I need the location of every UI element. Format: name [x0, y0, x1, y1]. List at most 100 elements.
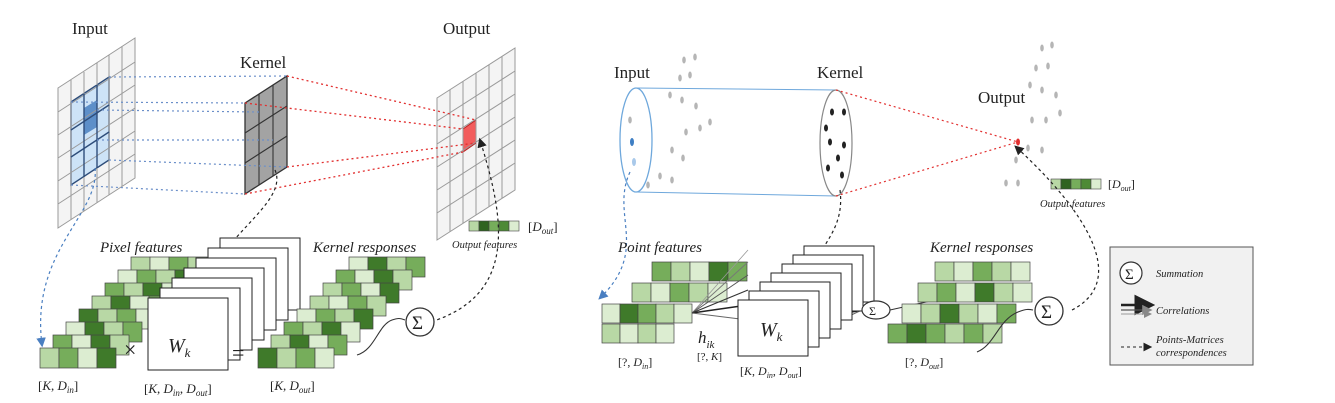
feature-cell — [257, 347, 278, 369]
feature-cell — [953, 261, 974, 282]
legend-correspondences-line1: Points-Matrices — [1155, 335, 1224, 346]
point-features — [601, 261, 748, 344]
legend-correspondences-line2: correspondences — [1156, 348, 1227, 359]
right-weight-dim: [K, Din, Dout] — [740, 364, 802, 380]
right-kernel-responses-label: Kernel responses — [929, 240, 1033, 256]
left-input-dim: [K, Din] — [38, 378, 78, 395]
feature-cell — [974, 282, 995, 303]
feature-cell — [991, 261, 1012, 282]
mid-sum-symbol: Σ — [869, 304, 876, 318]
left-sum-icon — [405, 307, 435, 337]
feature-cell — [637, 323, 657, 344]
right-output-label: Output — [978, 88, 1026, 107]
right-sum-icon — [1034, 296, 1064, 326]
feature-cell — [955, 282, 976, 303]
feature-cell — [651, 261, 672, 282]
feature-cell — [963, 323, 984, 344]
mid-sum-icon — [861, 300, 891, 320]
left-kernel-responses-label: Kernel responses — [312, 240, 416, 256]
right-input-label: Input — [614, 63, 650, 82]
kernel-points — [824, 108, 846, 179]
legend: Σ Summation Correlations Points-Matrices… — [1109, 246, 1254, 366]
left-panel: Input Kernel — [36, 19, 558, 398]
feature-cell — [314, 347, 335, 369]
svg-text:Σ: Σ — [1125, 267, 1134, 283]
legend-correspondences-label: Points-Matrices correspondences — [1155, 335, 1227, 359]
correlation-line — [691, 289, 749, 314]
feature-cell — [295, 347, 316, 369]
feature-cell — [939, 303, 960, 324]
feature-cell — [39, 347, 60, 369]
left-output-label: Output — [443, 19, 491, 38]
feature-cell — [673, 303, 693, 324]
left-kernel-label: Kernel — [240, 53, 287, 72]
right-panel: Input Kernel Output — [598, 41, 1135, 380]
pixel-features-stack — [39, 256, 208, 369]
feature-cell — [96, 347, 117, 369]
feature-cell — [982, 323, 1003, 344]
right-output-feature-bar — [1050, 178, 1102, 190]
feature-cell — [688, 282, 709, 303]
feature-cell — [944, 323, 965, 344]
legend-correlations-icon — [1121, 294, 1156, 318]
feature-cell — [708, 261, 729, 282]
output-points — [1004, 41, 1062, 187]
legend-summation-icon — [1119, 261, 1143, 285]
feature-cell — [631, 282, 652, 303]
feature-cell — [601, 323, 621, 344]
feature-cell — [958, 303, 979, 324]
feature-cell — [1010, 261, 1031, 282]
input-grid — [57, 37, 136, 229]
pixel-features-label: Pixel features — [99, 240, 182, 256]
correlation-line — [691, 249, 749, 314]
feature-cell — [655, 303, 675, 324]
feature-cell — [917, 282, 938, 303]
feature-cell — [670, 261, 691, 282]
feature-cell — [147, 297, 229, 371]
correlation-line — [691, 274, 749, 314]
h-label: hik — [698, 328, 716, 351]
right-kernel-label: Kernel — [817, 63, 864, 82]
feature-cell — [669, 282, 690, 303]
input-neighborhood-ellipse — [619, 87, 653, 193]
input-points — [628, 53, 712, 189]
times-symbol: × — [124, 337, 136, 362]
feature-cell — [58, 347, 79, 369]
feature-cell — [637, 303, 657, 324]
legend-correlations-label: Correlations — [1156, 306, 1209, 317]
feature-cell — [619, 303, 639, 324]
right-kernel-responses — [887, 261, 1033, 344]
feature-cell — [901, 303, 922, 324]
feature-cell — [925, 323, 946, 344]
left-weight-dim: [K, Din, Dout] — [144, 381, 212, 398]
feature-cell — [619, 323, 639, 344]
feature-cell — [737, 299, 809, 357]
right-output-features-label: Output features — [1040, 199, 1105, 210]
left-output-dim: [Dout] — [528, 219, 558, 236]
right-input-dim: [?, Din] — [618, 355, 652, 371]
right-weight-stack — [737, 245, 875, 357]
feature-cell — [906, 323, 927, 344]
feature-cell — [650, 282, 671, 303]
kernel-ellipse — [819, 89, 853, 197]
left-weight-stack — [147, 237, 301, 371]
right-response-dim: [?, Dout] — [905, 355, 943, 371]
feature-cell — [996, 303, 1017, 324]
kernel-responses-stack — [257, 256, 426, 369]
right-output-dim: [Dout] — [1108, 177, 1135, 193]
left-input-label: Input — [72, 19, 108, 38]
left-output-feature-bar — [468, 220, 520, 232]
feature-cell — [655, 323, 675, 344]
left-response-dim: [K, Dout] — [270, 378, 315, 395]
feature-cell — [887, 323, 908, 344]
kernel-grid — [244, 74, 288, 196]
left-output-features-label: Output features — [452, 240, 517, 251]
output-grid — [436, 47, 516, 241]
feature-cell — [276, 347, 297, 369]
feature-cell — [993, 282, 1014, 303]
feature-cell — [936, 282, 957, 303]
feature-cell — [601, 303, 621, 324]
feature-cell — [972, 261, 993, 282]
feature-cell — [977, 303, 998, 324]
